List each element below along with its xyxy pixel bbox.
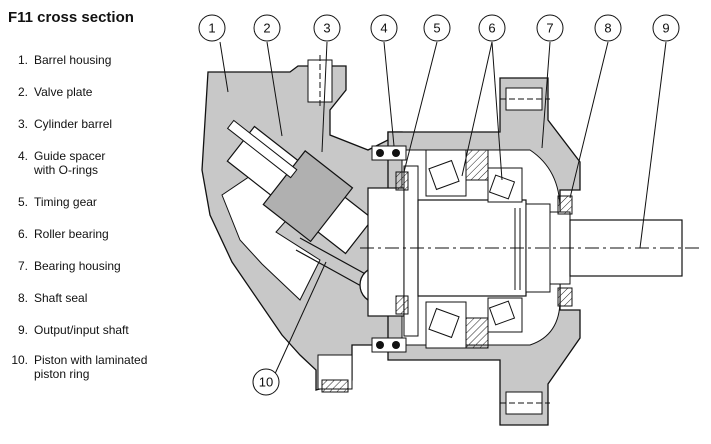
- legend-number: 9.: [17, 323, 28, 337]
- callout-3: 3: [313, 14, 341, 42]
- bearing-spacer-bottom: [465, 317, 489, 349]
- flange-hole-bottom: [500, 391, 550, 415]
- callout-8: 8: [594, 14, 622, 42]
- flange-hole-top: [500, 87, 550, 111]
- callout-8-label: 8: [604, 21, 611, 36]
- legend-number: 5.: [17, 195, 28, 209]
- legend-label: Piston with laminated: [34, 353, 148, 367]
- callout-10: 10: [252, 368, 280, 396]
- roller-bearing-left: [425, 149, 467, 349]
- callout-4: 4: [370, 14, 398, 42]
- callout-9-label: 9: [662, 21, 669, 36]
- legend-label: Valve plate: [34, 85, 93, 99]
- callout-5: 5: [423, 14, 451, 42]
- legend-number: 2.: [17, 85, 28, 99]
- legend-number: 6.: [17, 227, 28, 241]
- diagram-title: F11 cross section: [8, 9, 134, 26]
- shaft-seal: [557, 195, 573, 307]
- callout-6: 6: [478, 14, 506, 42]
- legend-label: Guide spacer: [34, 149, 106, 163]
- callout-2-label: 2: [263, 21, 270, 36]
- center-pin: [226, 119, 298, 179]
- legend-number: 7.: [17, 259, 28, 273]
- legend-label: Roller bearing: [34, 227, 109, 241]
- timing-gear: [367, 165, 419, 337]
- callout-5-label: 5: [433, 21, 440, 36]
- callout-6-label: 6: [488, 21, 495, 36]
- callout-1-label: 1: [208, 21, 215, 36]
- port-bolt-top: [307, 55, 333, 106]
- callout-7: 7: [536, 14, 564, 42]
- legend-label: Shaft seal: [34, 291, 88, 305]
- legend-label: Timing gear: [34, 195, 97, 209]
- callout-9: 9: [652, 14, 680, 42]
- output-shaft: [360, 199, 700, 297]
- callout-1: 1: [198, 14, 226, 42]
- roller-bearing-right: [487, 167, 523, 333]
- legend-number: 1.: [17, 53, 28, 67]
- legend-label: Barrel housing: [34, 53, 112, 67]
- cylinder-barrel-group: [226, 119, 374, 255]
- cylinder-barrel: [262, 150, 354, 243]
- callout-2: 2: [253, 14, 281, 42]
- bearing-spacer-top: [465, 149, 489, 181]
- legend-number: 8.: [17, 291, 28, 305]
- callout-7-label: 7: [546, 21, 553, 36]
- legend-label: Output/input shaft: [34, 323, 129, 337]
- legend-label-line2: with O-rings: [34, 163, 99, 177]
- callout-3-label: 3: [323, 21, 330, 36]
- callout-10-label: 10: [259, 375, 273, 390]
- legend-label-line2: piston ring: [34, 367, 90, 381]
- leader-lines: [219, 41, 667, 377]
- legend-label: Bearing housing: [34, 259, 121, 273]
- legend-number: 3.: [17, 117, 28, 131]
- legend-number: 10.: [11, 353, 28, 367]
- legend-label: Cylinder barrel: [34, 117, 113, 131]
- callout-4-label: 4: [380, 21, 387, 36]
- guide-spacer: [371, 145, 407, 353]
- port-bolt-bottom: [317, 354, 353, 393]
- legend-number: 4.: [17, 149, 28, 163]
